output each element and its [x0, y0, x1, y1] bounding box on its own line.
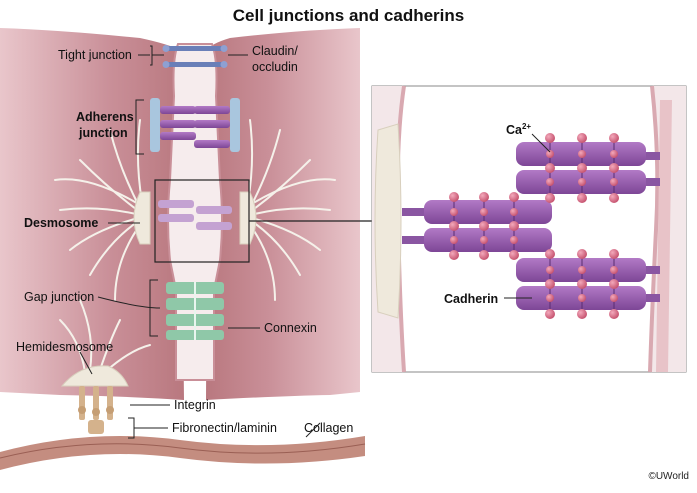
desmosome-structure	[133, 191, 257, 245]
zoom-leader-lines	[504, 133, 551, 299]
label-calcium: Ca2+	[506, 120, 531, 137]
adherens-junction-structure	[150, 98, 240, 152]
label-fibronectin-laminin: Fibronectin/laminin	[172, 421, 277, 435]
label-gap-junction: Gap junction	[24, 290, 95, 304]
label-adherens: Adherens	[76, 110, 134, 124]
label-desmosome: Desmosome	[24, 216, 99, 230]
label-integrin: Integrin	[174, 398, 216, 412]
collagen-fiber	[0, 436, 366, 470]
gap-junction-structure	[166, 282, 224, 340]
copyright-notice: ©UWorld	[648, 471, 689, 482]
label-cadherin: Cadherin	[444, 292, 499, 306]
label-tight-junction: Tight junction	[58, 48, 132, 62]
leader-lines	[79, 45, 321, 439]
left-cell	[0, 28, 184, 400]
integrin-proteins	[78, 386, 114, 434]
right-cell	[206, 28, 360, 400]
label-connexin: Connexin	[264, 321, 317, 335]
hemidesmosome-plaque	[60, 365, 129, 387]
label-occludin: occludin	[252, 60, 298, 74]
tight-junction-proteins	[162, 45, 228, 68]
label-claudin: Claudin/	[252, 44, 298, 58]
calcium-symbol: Ca	[506, 123, 522, 138]
calcium-charge: 2+	[521, 122, 532, 131]
label-adherens-junction: junction	[79, 126, 128, 140]
label-collagen: Collagen	[304, 421, 354, 435]
desmosome-zoom-box	[154, 179, 372, 263]
calcium-ions	[449, 133, 619, 319]
label-hemidesmosome: Hemidesmosome	[16, 340, 114, 354]
page-title: Cell junctions and cadherins	[232, 6, 465, 25]
